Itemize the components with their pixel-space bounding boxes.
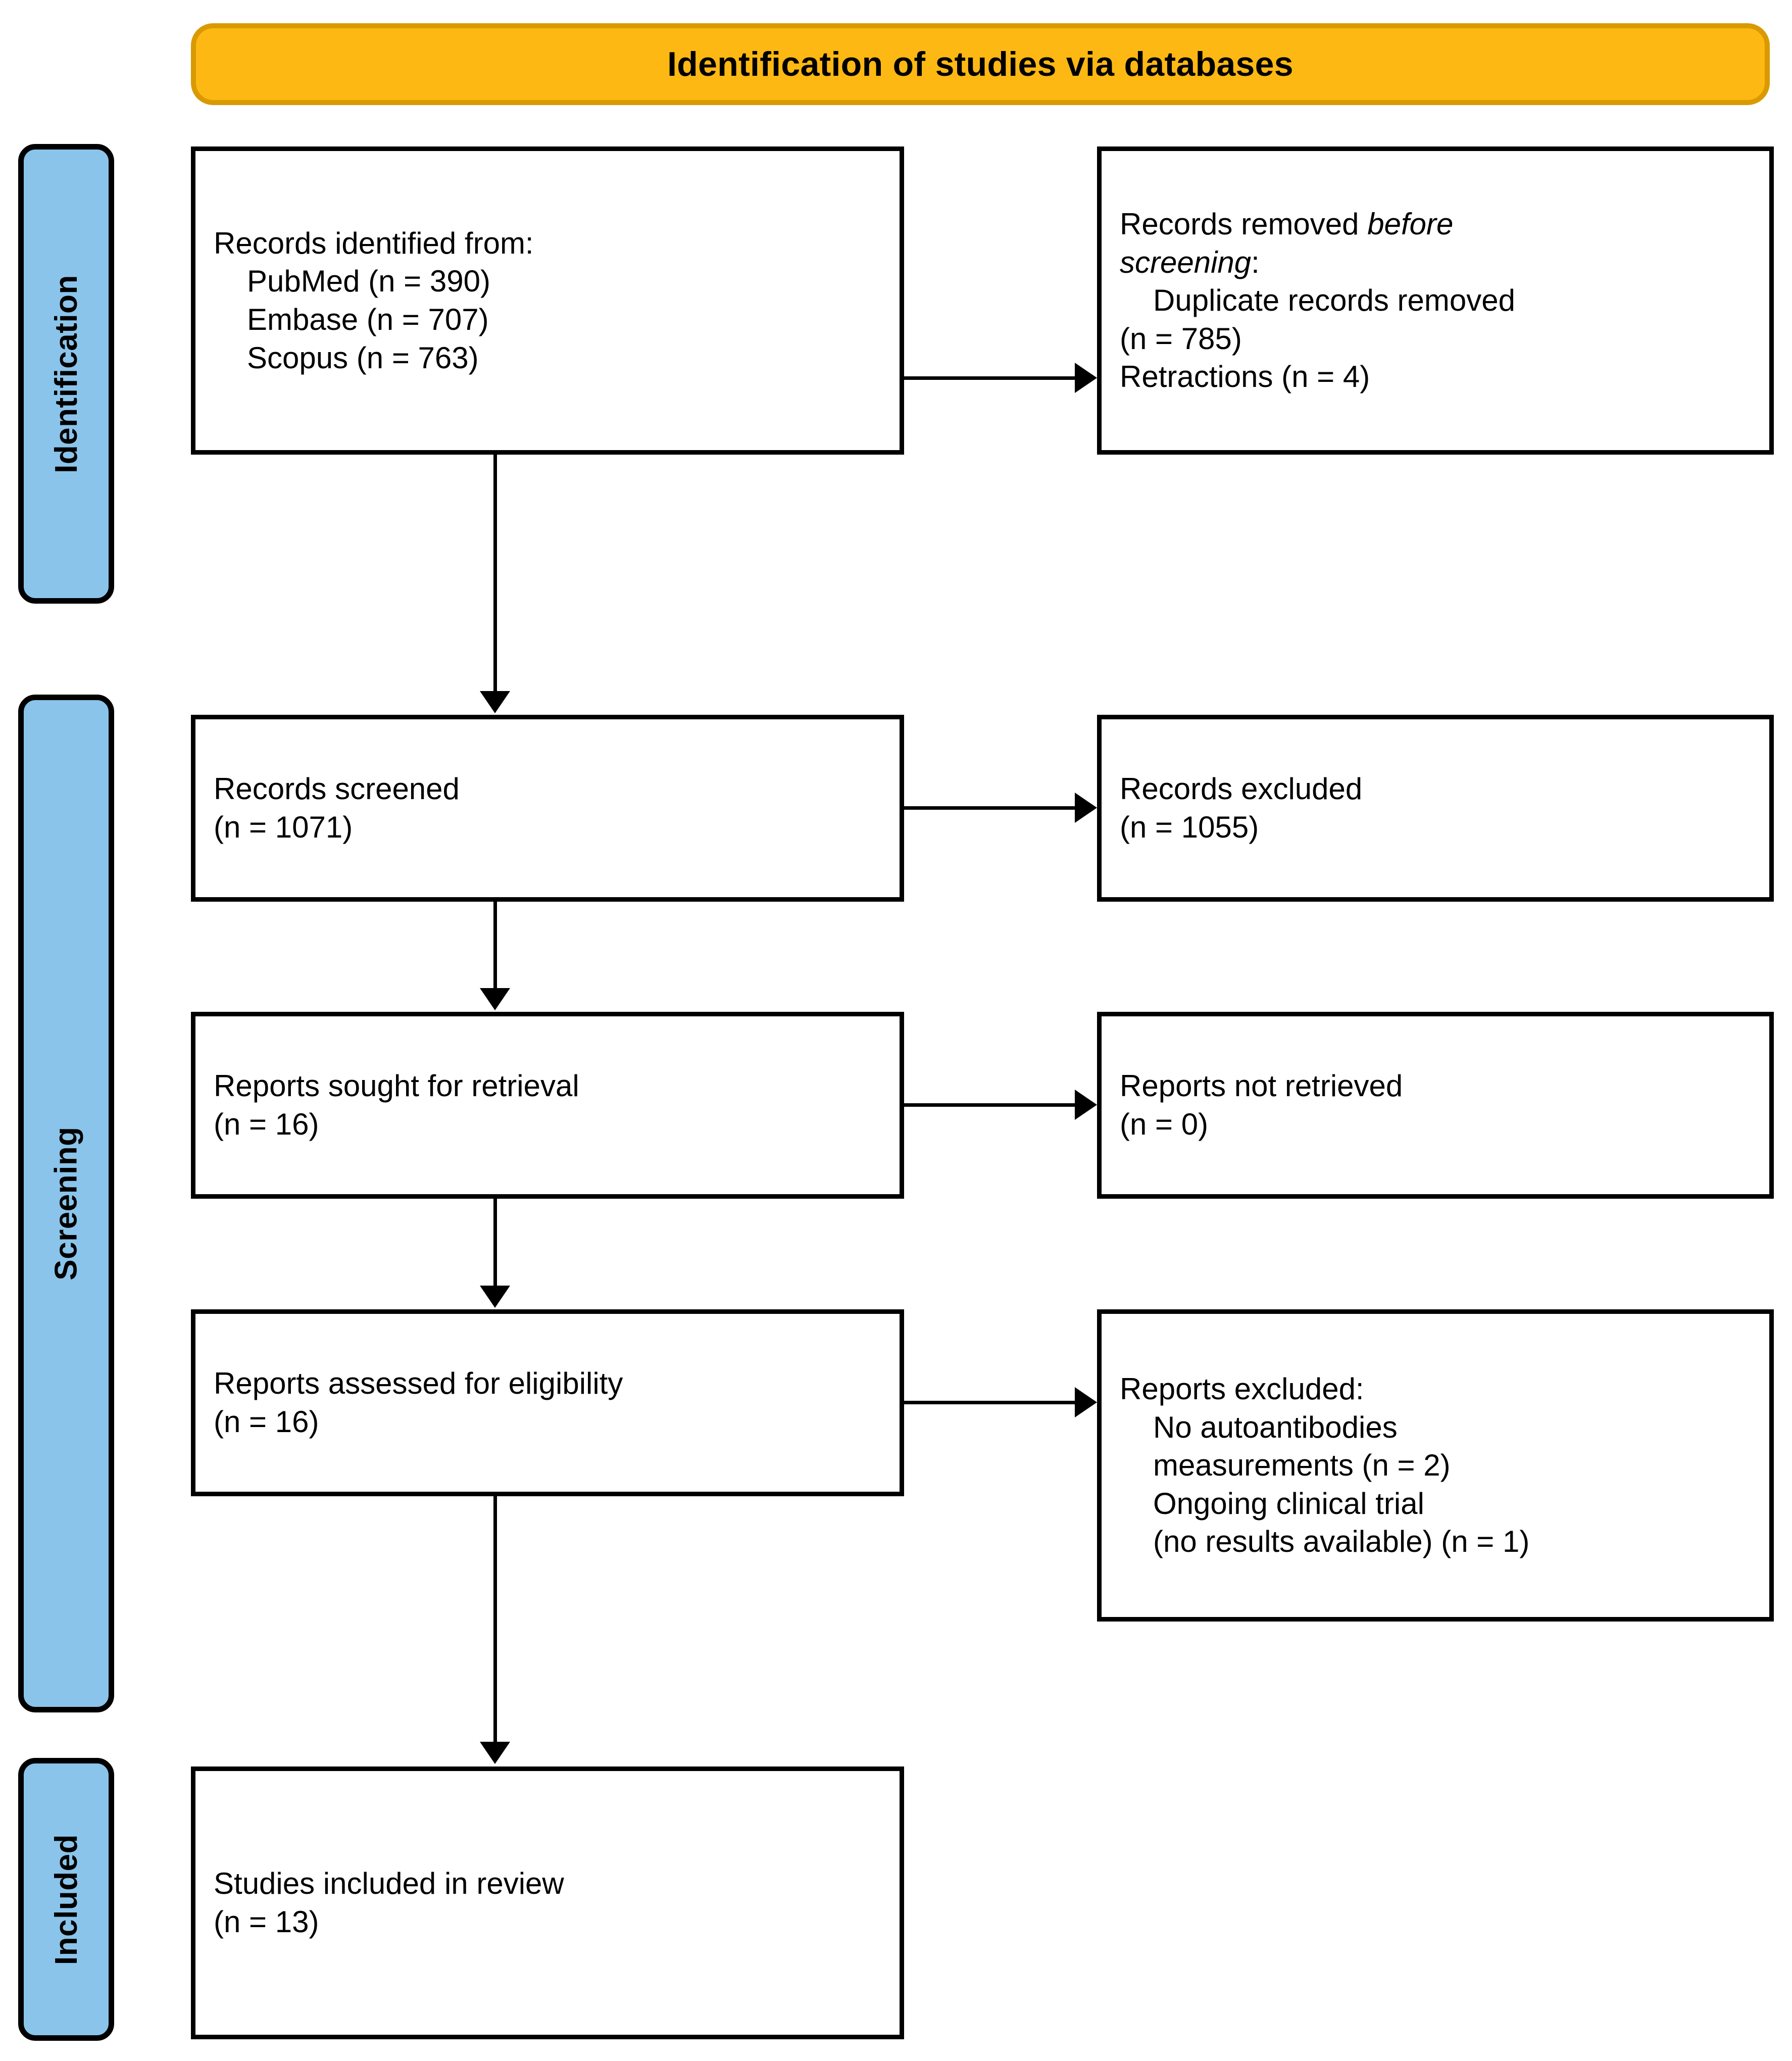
reports-sought-heading: Reports sought for retrieval <box>214 1069 579 1103</box>
connector-screened-to-sought-line <box>493 902 497 990</box>
box-records-identified: Records identified from: PubMed (n = 390… <box>191 146 904 455</box>
box-studies-included-in-review: Studies included in review (n = 13) <box>191 1766 904 2039</box>
connector-identified-to-removed-line <box>904 376 1076 380</box>
records-excluded-count: (n = 1055) <box>1120 810 1259 844</box>
records-screened-heading: Records screened <box>214 772 460 806</box>
reports-assessed-heading: Reports assessed for eligibility <box>214 1366 623 1401</box>
reports-assessed-count: (n = 16) <box>214 1405 319 1439</box>
connector-sought-to-assessed-line <box>493 1199 497 1287</box>
records-removed-heading-italic: before <box>1367 207 1454 241</box>
box-reports-not-retrieved: Reports not retrieved (n = 0) <box>1097 1012 1774 1199</box>
records-removed-heading-plain: Records removed <box>1120 207 1368 241</box>
reports-not-retrieved-heading: Reports not retrieved <box>1120 1069 1403 1103</box>
connector-assessed-to-included-line <box>493 1496 497 1744</box>
records-removed-retractions: Retractions (n = 4) <box>1120 360 1370 394</box>
reports-excluded-reason2-line2: (no results available) (n = 1) <box>1153 1525 1530 1559</box>
box-records-excluded: Records excluded (n = 1055) <box>1097 715 1774 902</box>
records-removed-duplicates-count: (n = 785) <box>1120 321 1242 356</box>
stage-tab-screening: Screening <box>18 695 114 1712</box>
connector-sought-to-assessed-arrowhead <box>480 1286 510 1308</box>
records-removed-heading-line1: Records removed before <box>1120 205 1751 243</box>
connector-assessed-to-reportsexcluded-line <box>904 1401 1076 1404</box>
box-records-screened: Records screened (n = 1071) <box>191 715 904 902</box>
connector-screened-to-excluded-arrowhead <box>1075 793 1097 823</box>
stage-tab-identification-label: Identification <box>48 274 84 473</box>
reports-not-retrieved-count: (n = 0) <box>1120 1107 1209 1141</box>
stage-tab-included-label: Included <box>48 1834 84 1965</box>
box-reports-excluded: Reports excluded: No autoantibodies meas… <box>1097 1309 1774 1622</box>
reports-excluded-reason1-line1: No autoantibodies <box>1153 1410 1398 1444</box>
reports-sought-count: (n = 16) <box>214 1107 319 1141</box>
records-removed-heading-line2: screening: <box>1120 243 1751 282</box>
connector-screened-to-excluded-line <box>904 806 1076 810</box>
connector-sought-to-notretrieved-line <box>904 1103 1076 1107</box>
connector-assessed-to-included-arrowhead <box>480 1742 510 1764</box>
records-removed-colon: : <box>1251 245 1260 279</box>
box-records-removed-before-screening: Records removed before screening: Duplic… <box>1097 146 1774 455</box>
studies-included-count: (n = 13) <box>214 1905 319 1939</box>
connector-identified-to-screened-line <box>493 455 497 693</box>
reports-excluded-reason2-line1: Ongoing clinical trial <box>1153 1486 1424 1520</box>
stage-tab-included: Included <box>18 1758 114 2041</box>
records-identified-pubmed: PubMed (n = 390) <box>247 264 490 299</box>
records-excluded-heading: Records excluded <box>1120 772 1363 806</box>
reports-excluded-heading: Reports excluded: <box>1120 1372 1364 1406</box>
connector-assessed-to-reportsexcluded-arrowhead <box>1075 1387 1097 1417</box>
studies-included-heading: Studies included in review <box>214 1867 564 1901</box>
stage-tab-screening-label: Screening <box>48 1126 84 1281</box>
records-identified-scopus: Scopus (n = 763) <box>247 340 479 375</box>
reports-excluded-reason1-line2: measurements (n = 2) <box>1153 1448 1451 1483</box>
records-removed-duplicates: Duplicate records removed <box>1153 283 1515 318</box>
box-reports-assessed-for-eligibility: Reports assessed for eligibility (n = 16… <box>191 1309 904 1496</box>
connector-sought-to-notretrieved-arrowhead <box>1075 1090 1097 1120</box>
records-identified-heading: Records identified from: <box>214 226 534 260</box>
stage-tab-identification: Identification <box>18 144 114 604</box>
records-removed-screening-italic: screening <box>1120 245 1252 279</box>
records-screened-count: (n = 1071) <box>214 810 353 844</box>
connector-identified-to-removed-arrowhead <box>1075 363 1097 393</box>
records-identified-embase: Embase (n = 707) <box>247 303 489 336</box>
box-reports-sought-for-retrieval: Reports sought for retrieval (n = 16) <box>191 1012 904 1199</box>
banner-title: Identification of studies via databases <box>667 45 1293 83</box>
banner-identification-via-databases: Identification of studies via databases <box>191 23 1770 105</box>
connector-identified-to-screened-arrowhead <box>480 691 510 713</box>
connector-screened-to-sought-arrowhead <box>480 988 510 1010</box>
